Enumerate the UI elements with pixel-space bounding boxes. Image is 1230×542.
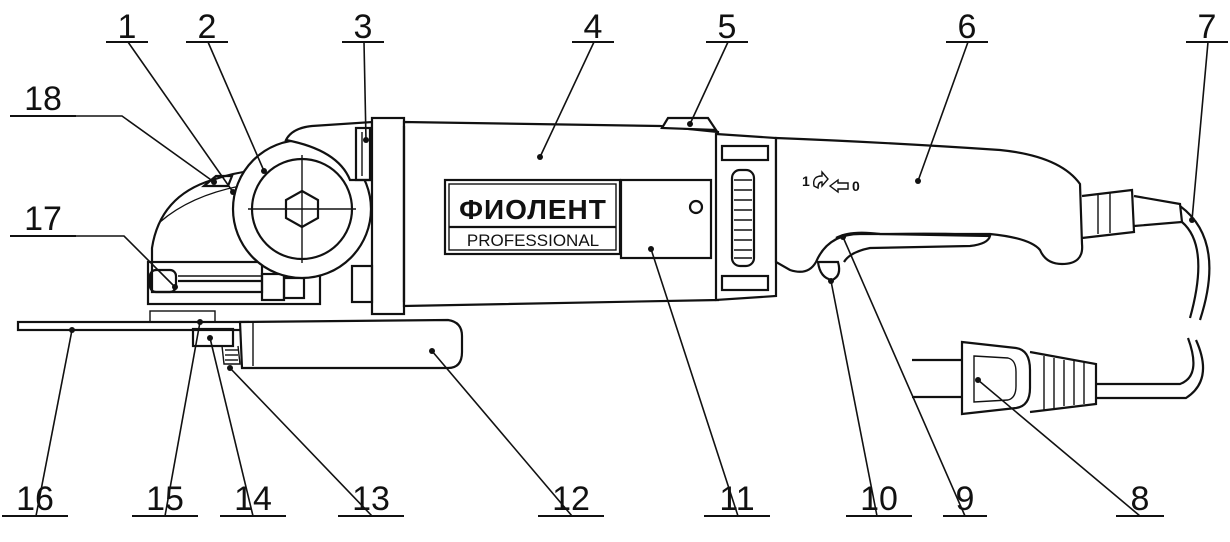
spindle-lock [284,116,406,316]
callout-2: 2 [198,8,217,46]
power-plug [912,340,1098,416]
switch-lock [816,260,841,282]
callout-5: 5 [718,8,737,46]
callout-6: 6 [958,8,977,46]
callout-14: 14 [234,480,272,518]
callout-16: 16 [16,480,54,518]
callout-10: 10 [860,480,898,518]
brush-cover [619,178,713,260]
callout-1: 1 [118,8,137,46]
brand-name: ФИОЛЕНТ [459,194,607,225]
cutting-disc [16,310,250,332]
curved-arrow-icon [812,170,829,190]
callout-underlines [2,41,1228,517]
leader-lines [14,41,1209,517]
side-handle [238,318,464,370]
switch-on-mark: 1 [802,173,810,189]
callout-18: 18 [24,80,62,118]
callout-9: 9 [956,480,975,518]
switch-marking: 1 0 [802,170,860,194]
callout-13: 13 [352,480,390,518]
callout-17: 17 [24,200,62,238]
left-arrow-icon [828,178,849,194]
callout-11: 11 [719,480,754,518]
callout-8: 8 [1131,480,1150,518]
callout-15: 15 [146,480,184,518]
callout-3: 3 [354,8,373,46]
switch-off-mark: 0 [852,178,860,194]
brand-subtitle: PROFESSIONAL [467,231,599,250]
callout-12: 12 [552,480,590,518]
flange-nut [191,327,241,365]
brand-plate: ФИОЛЕНТ PROFESSIONAL [443,178,622,256]
power-cable [1081,188,1211,400]
trigger-switch [835,231,992,263]
rear-handle [774,136,1084,273]
callout-7: 7 [1198,8,1217,46]
disc-guard [231,138,373,280]
callout-4: 4 [584,8,603,46]
callout-labels: 1 2 3 4 5 6 7 8 9 10 11 12 13 14 15 16 1… [16,8,1216,518]
ventilation-grille [714,132,778,302]
